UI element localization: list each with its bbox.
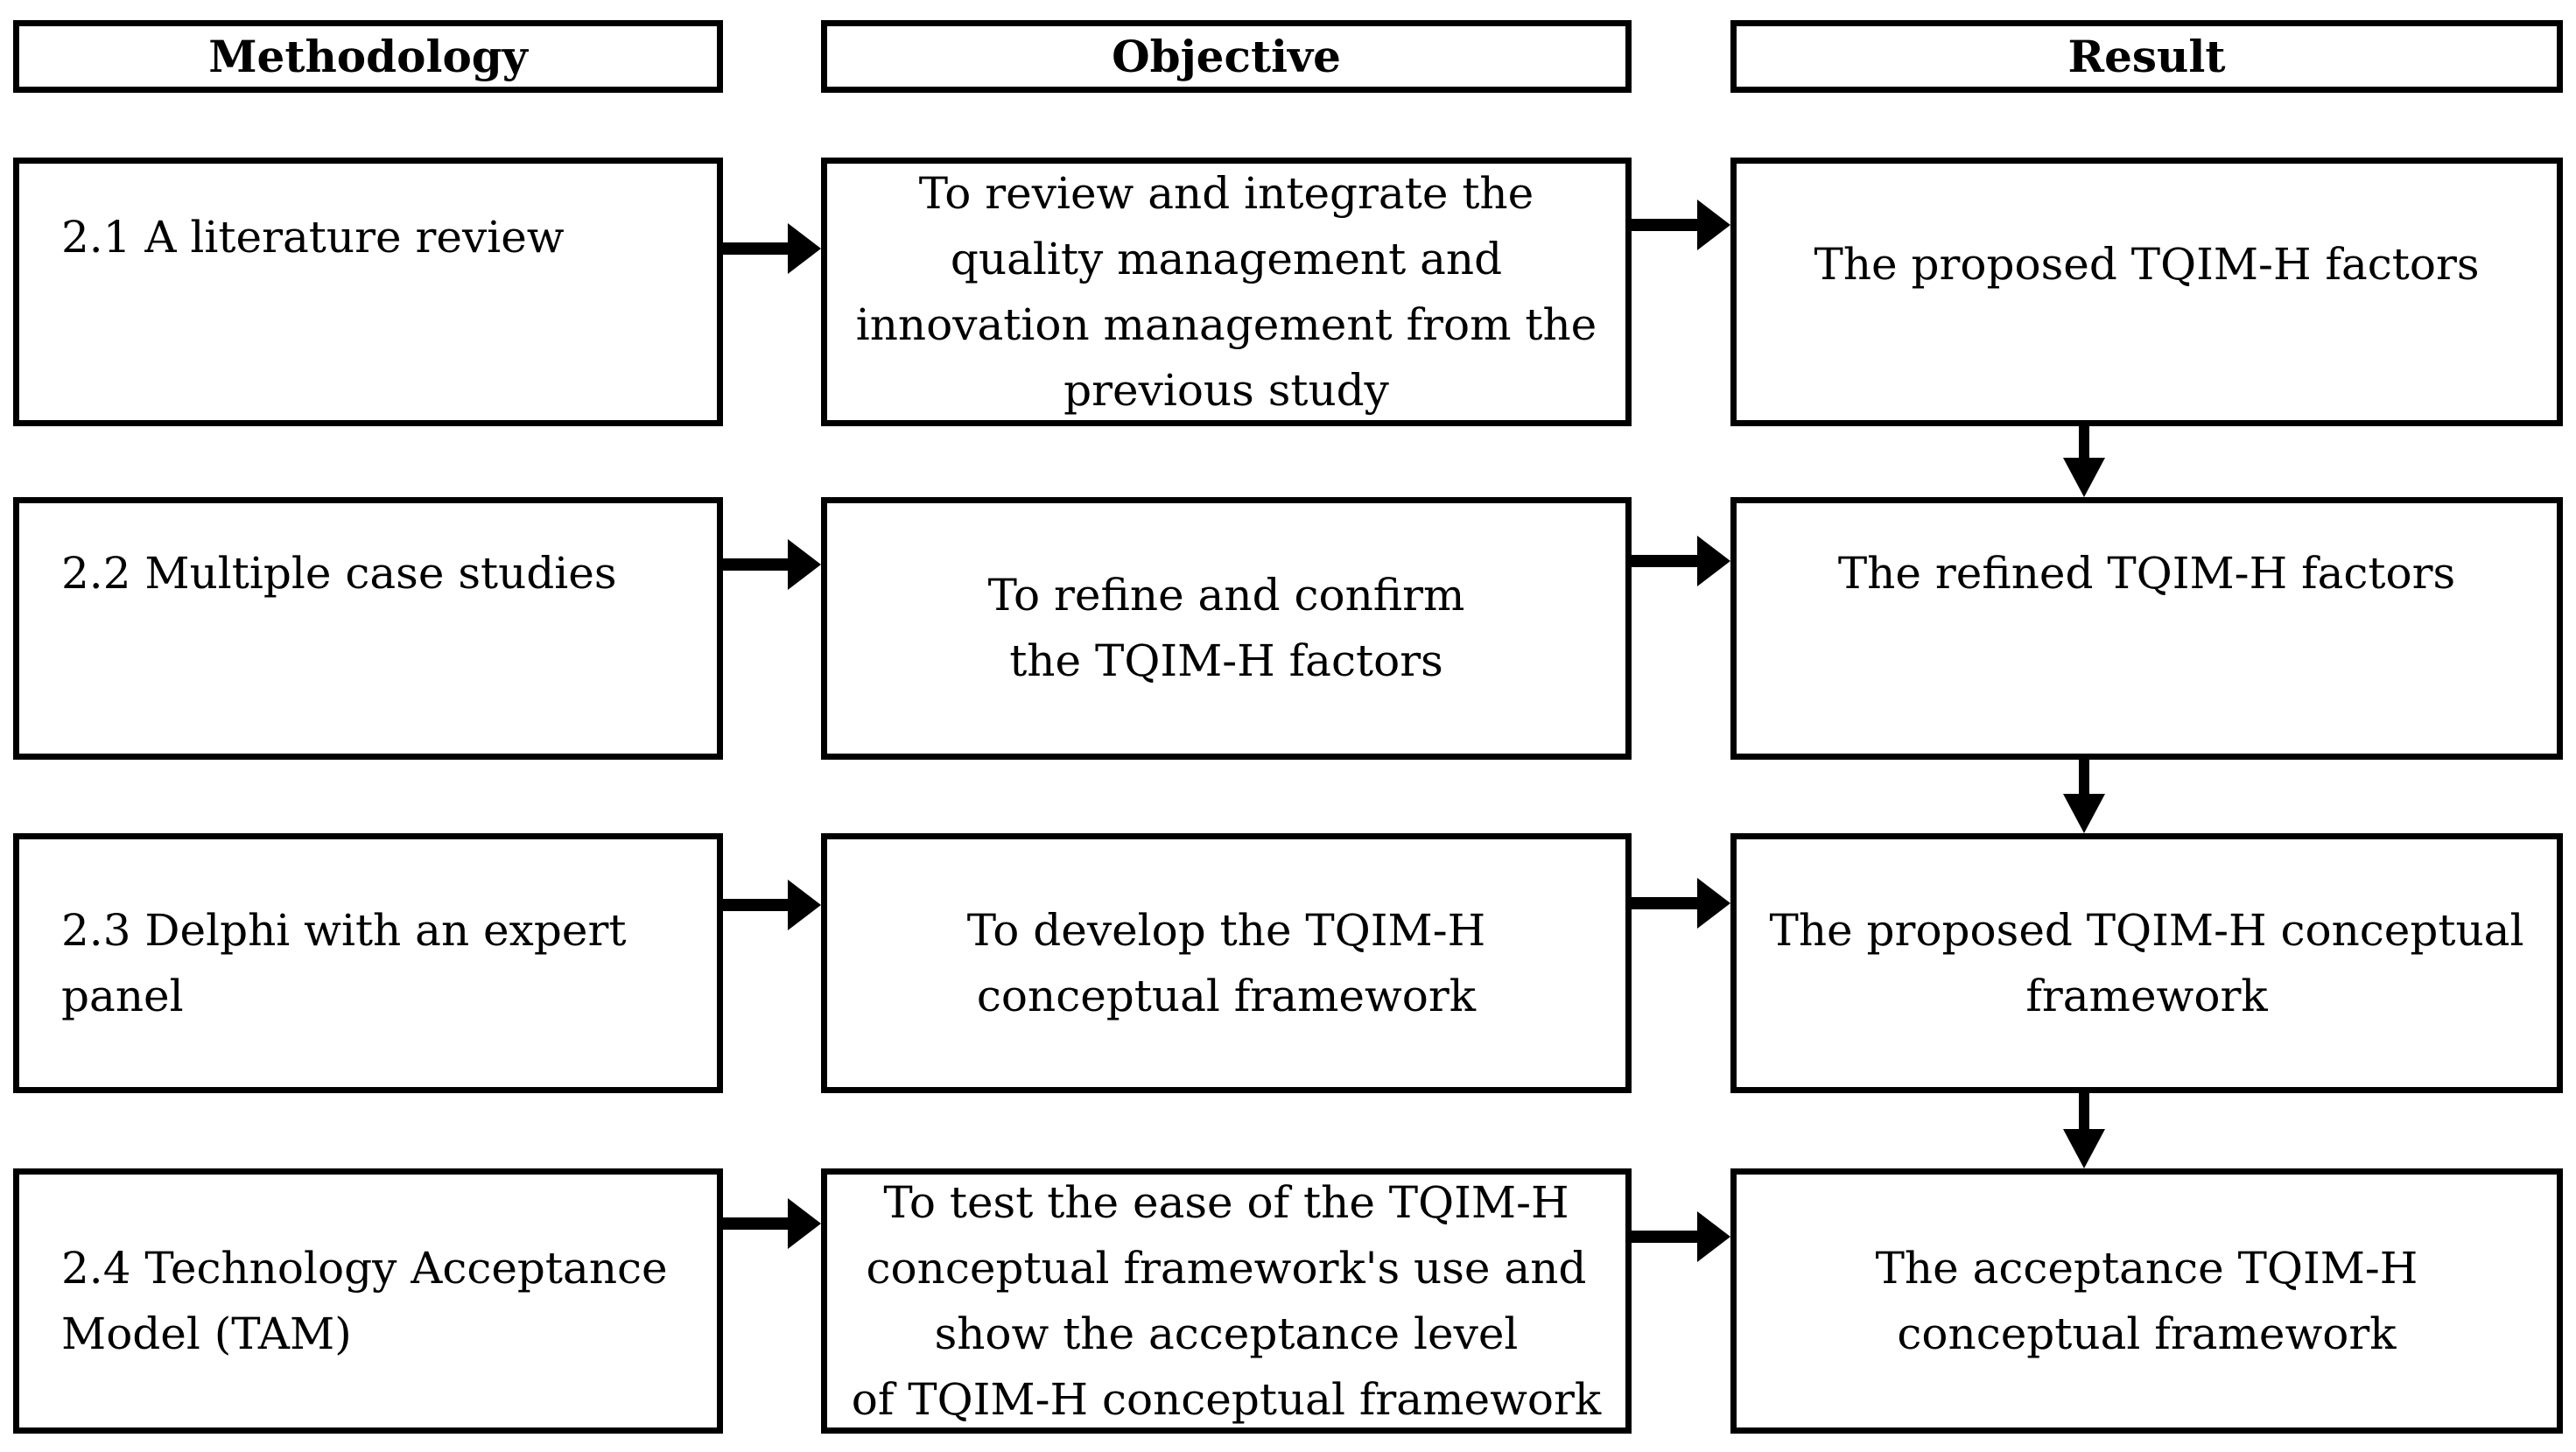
result-step-2-box: The refined TQIM-H factors	[1730, 497, 2563, 760]
right-arrow-icon	[723, 1198, 821, 1249]
result-step-2-text: The refined TQIM-H factors	[1837, 548, 2456, 599]
header-result: Result	[1730, 20, 2563, 93]
result-step-1-box: The proposed TQIM-H factors	[1730, 158, 2563, 426]
result-step-3-box: The proposed TQIM-H conceptual framework	[1730, 833, 2563, 1093]
result-step-1-text: The proposed TQIM-H factors	[1814, 239, 2480, 290]
result-step-3-text: The proposed TQIM-H conceptual framework	[1769, 904, 2524, 1021]
methodology-step-2-text: 2.2 Multiple case studies	[61, 548, 617, 599]
methodology-step-2-box: 2.2 Multiple case studies	[13, 497, 723, 760]
objective-step-1-text: To review and integrate the quality mana…	[855, 167, 1597, 416]
methodology-step-3-box: 2.3 Delphi with an expert panel	[13, 833, 723, 1093]
right-arrow-icon	[1632, 878, 1730, 929]
methodology-step-4-box: 2.4 Technology Acceptance Model (TAM)	[13, 1168, 723, 1434]
methodology-step-1-text: 2.1 A literature review	[61, 211, 565, 263]
header-methodology-label: Methodology	[208, 31, 528, 82]
down-arrow-icon	[2063, 426, 2105, 497]
methodology-step-3-text: 2.3 Delphi with an expert panel	[61, 904, 627, 1021]
objective-step-1-box: To review and integrate the quality mana…	[821, 158, 1632, 426]
objective-step-4-box: To test the ease of the TQIM-H conceptua…	[821, 1168, 1632, 1434]
right-arrow-icon	[1632, 1211, 1730, 1262]
header-objective-label: Objective	[1112, 31, 1341, 82]
right-arrow-icon	[723, 223, 821, 274]
objective-step-2-text: To refine and confirm the TQIM-H factors	[987, 570, 1465, 686]
methodology-step-1-box: 2.1 A literature review	[13, 158, 723, 426]
objective-step-4-text: To test the ease of the TQIM-H conceptua…	[851, 1176, 1602, 1425]
objective-step-3-text: To develop the TQIM-H conceptual framewo…	[966, 904, 1486, 1021]
header-objective: Objective	[821, 20, 1632, 93]
right-arrow-icon	[723, 539, 821, 590]
right-arrow-icon	[723, 880, 821, 930]
down-arrow-icon	[2063, 1093, 2105, 1168]
objective-step-3-box: To develop the TQIM-H conceptual framewo…	[821, 833, 1632, 1093]
down-arrow-icon	[2063, 760, 2105, 833]
header-methodology: Methodology	[13, 20, 723, 93]
methodology-step-4-text: 2.4 Technology Acceptance Model (TAM)	[61, 1242, 668, 1359]
header-result-label: Result	[2067, 31, 2226, 82]
objective-step-2-box: To refine and confirm the TQIM-H factors	[821, 497, 1632, 760]
right-arrow-icon	[1632, 200, 1730, 250]
result-step-4-text: The acceptance TQIM-H conceptual framewo…	[1875, 1242, 2418, 1359]
right-arrow-icon	[1632, 536, 1730, 586]
result-step-4-box: The acceptance TQIM-H conceptual framewo…	[1730, 1168, 2563, 1434]
